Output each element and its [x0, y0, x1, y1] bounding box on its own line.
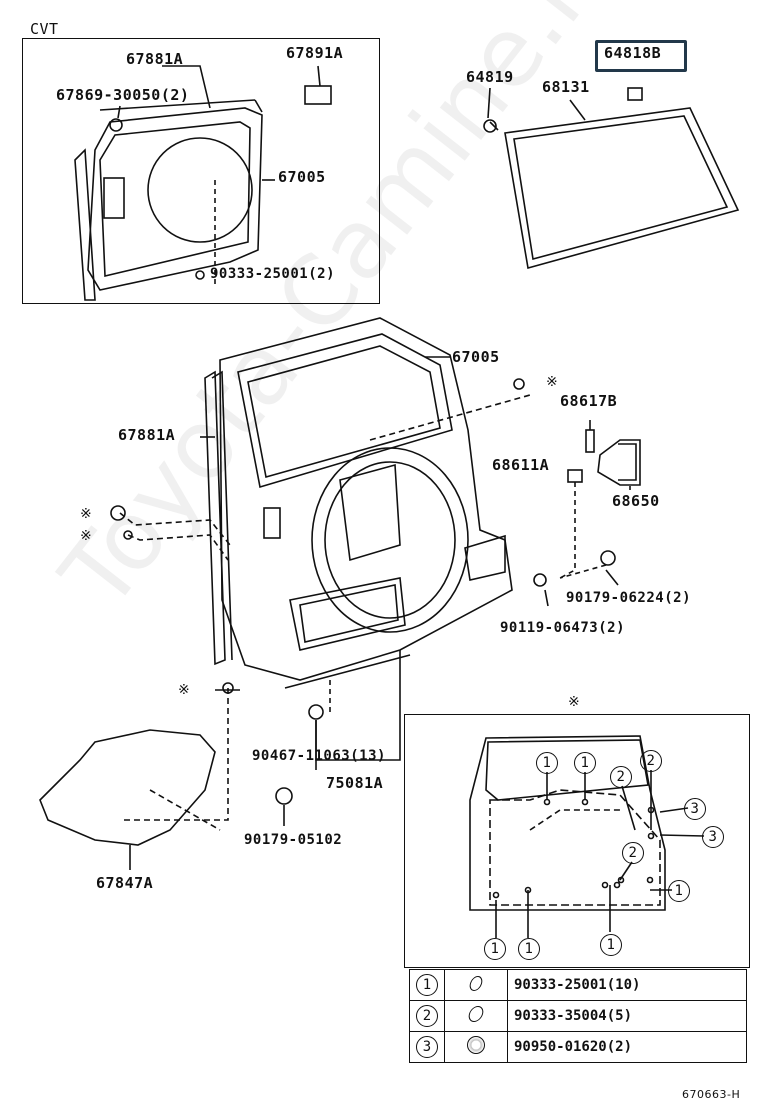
- part-68617b[interactable]: 68617B: [560, 392, 618, 410]
- fastener-inset-frame: [404, 714, 750, 968]
- callout-1a: 1: [536, 752, 558, 774]
- part-67847a[interactable]: 67847A: [96, 874, 154, 892]
- legend-part[interactable]: 90333-35004(5): [507, 1000, 747, 1032]
- legend-icon-cell: [444, 969, 508, 1001]
- asterisk-1: ※: [546, 374, 559, 390]
- legend-part[interactable]: 90950-01620(2): [507, 1031, 747, 1063]
- part-90333-25001-inset[interactable]: 90333-25001(2): [210, 266, 336, 282]
- callout-1c: 1: [668, 880, 690, 902]
- part-67891a[interactable]: 67891A: [286, 44, 344, 62]
- legend-row: 2 90333-35004(5): [409, 1000, 747, 1032]
- part-68131[interactable]: 68131: [542, 78, 590, 96]
- clip-icon: [466, 1006, 486, 1022]
- part-90179-06224[interactable]: 90179-06224(2): [566, 590, 692, 606]
- part-67881a-inset[interactable]: 67881A: [126, 50, 184, 68]
- part-67881a-main[interactable]: 67881A: [118, 426, 176, 444]
- legend-row: 1 90333-25001(10): [409, 969, 747, 1001]
- cvt-inset-frame: [22, 38, 380, 304]
- legend-icon-cell: [444, 1000, 508, 1032]
- callout-3a: 3: [684, 798, 706, 820]
- cvt-label: CVT: [30, 20, 59, 38]
- asterisk-3: ※: [80, 528, 93, 544]
- part-64819[interactable]: 64819: [466, 68, 514, 86]
- part-67869-30050[interactable]: 67869-30050(2): [56, 86, 190, 104]
- part-67005-main[interactable]: 67005: [452, 348, 500, 366]
- part-68611a[interactable]: 68611A: [492, 456, 550, 474]
- legend-num-cell: 1: [409, 969, 445, 1001]
- callout-2b: 2: [640, 750, 662, 772]
- diagram-code: 670663-H: [682, 1088, 741, 1101]
- clip-icon: [467, 975, 485, 991]
- legend-num-cell: 3: [409, 1031, 445, 1063]
- asterisk-2: ※: [80, 506, 93, 522]
- part-90467-11063[interactable]: 90467-11063(13): [252, 748, 386, 764]
- callout-3b: 3: [702, 826, 724, 848]
- part-90179-05102[interactable]: 90179-05102: [244, 832, 343, 848]
- callout-2a: 2: [610, 766, 632, 788]
- asterisk-4: ※: [178, 682, 191, 698]
- callout-1e: 1: [518, 938, 540, 960]
- callout-2c: 2: [622, 842, 644, 864]
- callout-1f: 1: [600, 934, 622, 956]
- legend-part[interactable]: 90333-25001(10): [507, 969, 747, 1001]
- plug-icon: [467, 1036, 485, 1054]
- part-64818b[interactable]: 64818B: [604, 44, 662, 62]
- legend-icon-cell: [444, 1031, 508, 1063]
- legend-row: 3 90950-01620(2): [409, 1031, 747, 1063]
- callout-1b: 1: [574, 752, 596, 774]
- highlight-box: [595, 40, 687, 72]
- fastener-legend-table: 1 90333-25001(10) 2 90333-35004(5) 3 909…: [409, 969, 747, 1063]
- part-68650[interactable]: 68650: [612, 492, 660, 510]
- part-90119-06473[interactable]: 90119-06473(2): [500, 620, 626, 636]
- callout-1d: 1: [484, 938, 506, 960]
- part-67005-inset[interactable]: 67005: [278, 168, 326, 186]
- part-75081a[interactable]: 75081A: [326, 774, 384, 792]
- legend-num-cell: 2: [409, 1000, 445, 1032]
- asterisk-5: ※: [568, 694, 581, 710]
